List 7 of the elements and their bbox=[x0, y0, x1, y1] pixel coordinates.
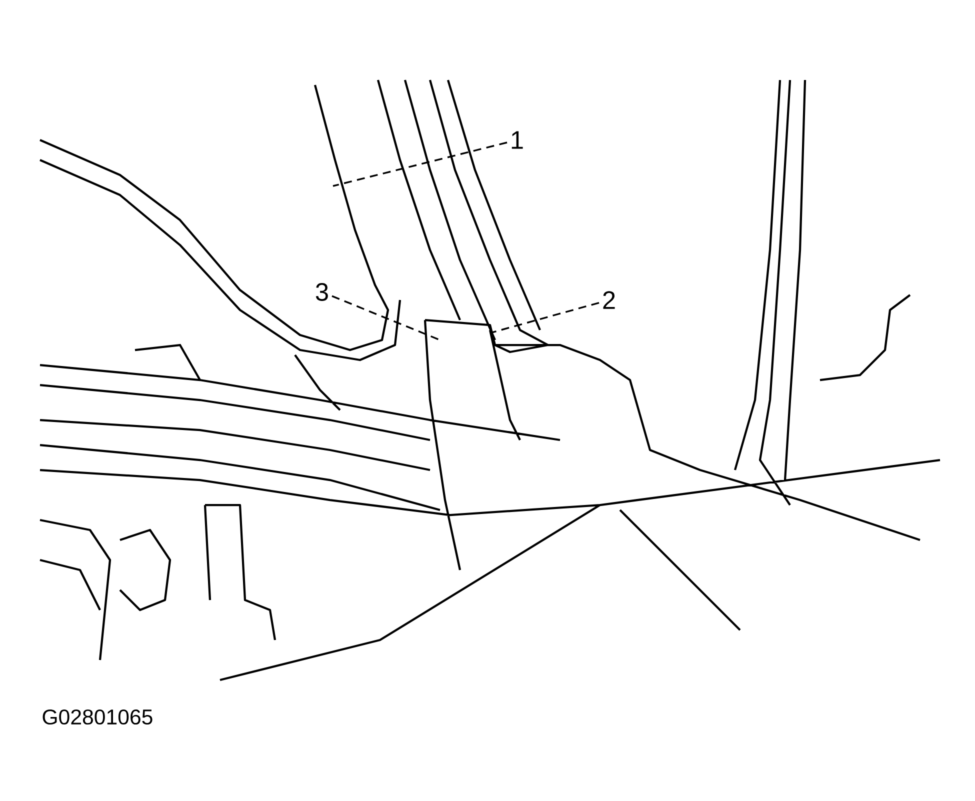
leader-line bbox=[490, 302, 600, 334]
callout-number: 1 bbox=[512, 131, 523, 149]
figure-id: G02801065 bbox=[42, 709, 152, 725]
leader-line bbox=[332, 142, 508, 187]
leader-line bbox=[332, 295, 440, 341]
callout-number: 3 bbox=[316, 283, 328, 301]
callout-number: 2 bbox=[603, 291, 615, 309]
